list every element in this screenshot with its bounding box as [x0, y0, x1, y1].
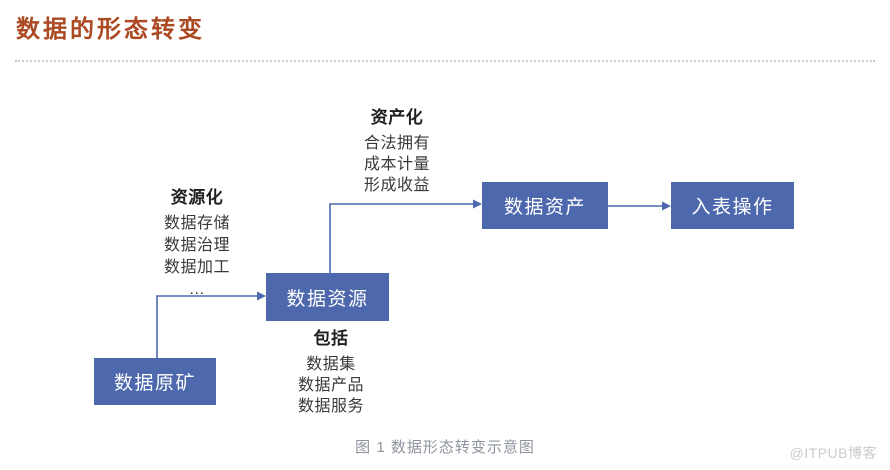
node-data-resource: 数据资源: [266, 273, 389, 321]
page-title: 数据的形态转变: [16, 16, 205, 43]
node-data-raw-ore: 数据原矿: [94, 358, 216, 405]
node-table-entry-operation: 入表操作: [671, 182, 794, 229]
annotation-item: 数据集: [306, 356, 356, 373]
itpub-watermark: @ITPUB博客: [789, 445, 877, 461]
title-divider: [15, 60, 875, 62]
annotation-item: 数据产品: [297, 377, 364, 394]
annotation-includes: 包括 数据集 数据产品 数据服务: [263, 329, 399, 417]
annotation-title: 资源化: [170, 188, 224, 207]
figure-caption: 图 1 数据形态转变示意图: [355, 439, 535, 456]
node-data-asset: 数据资产: [482, 182, 608, 229]
annotation-title: 资产化: [370, 108, 424, 127]
annotation-assetization: 资产化 合法拥有 成本计量 形成收益: [329, 108, 465, 196]
annotation-item: 数据加工: [163, 259, 230, 276]
annotation-item: 数据存储: [163, 215, 230, 232]
annotation-resourcification: 资源化 数据存储 数据治理 数据加工 …: [129, 188, 265, 301]
annotation-title: 包括: [313, 329, 349, 348]
annotation-item: 数据治理: [163, 237, 230, 254]
annotation-item: 合法拥有: [363, 135, 430, 152]
edge-resource-to-asset: [329, 199, 482, 273]
annotation-item: 形成收益: [363, 177, 430, 194]
annotation-item: 成本计量: [363, 156, 430, 173]
annotation-item-ellipsis: …: [188, 281, 206, 298]
edge-raw-to-resource: [156, 291, 266, 358]
annotation-item: 数据服务: [297, 398, 364, 415]
